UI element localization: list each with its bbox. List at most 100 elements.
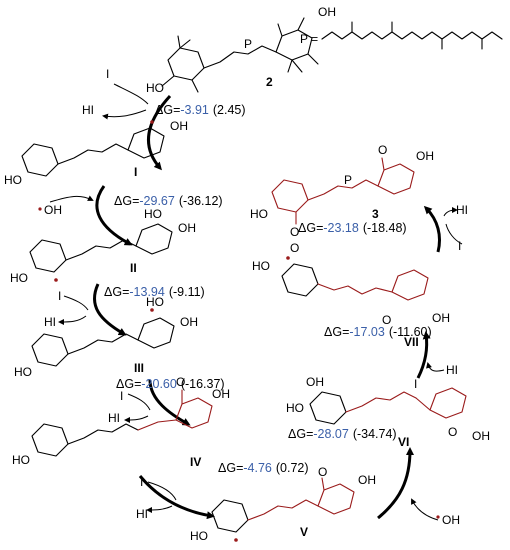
step-7-energy: ΔG=-17.03(-11.60)	[324, 325, 432, 339]
p-marker-2: P	[244, 37, 252, 51]
o-IV: O	[176, 375, 185, 389]
chain-V	[247, 499, 319, 521]
oh-VI-top: OH	[306, 375, 324, 389]
ho-3: HO	[250, 207, 268, 221]
step-2-energy: ΔG=-29.67(-36.12)	[114, 194, 223, 208]
step-1-reagent-in: I	[106, 67, 109, 81]
oh-II: OH	[178, 221, 196, 235]
intermediate-I: HO OH I	[4, 119, 188, 187]
step-2-reagent-in: OH	[44, 203, 62, 217]
step-6-reagent-in: OH	[442, 513, 460, 527]
oh-VII: OH	[432, 311, 450, 325]
step-8-curly-arrow	[443, 210, 463, 245]
ho-III-top: HO	[146, 295, 164, 309]
ho-II-top: HO	[144, 207, 162, 221]
radical-VII	[286, 256, 290, 260]
o-VI: O	[448, 425, 457, 439]
polyene-methyls	[351, 21, 483, 50]
label-3: 3	[372, 207, 379, 221]
step-5-reagent-in: I	[140, 475, 143, 489]
ho-III: HO	[14, 365, 32, 379]
oh-IV: OH	[212, 387, 230, 401]
polyene-chain	[321, 31, 503, 40]
ring-right-IV	[175, 397, 213, 429]
step-5-energy: ΔG=-4.76(0.72)	[218, 461, 309, 475]
label-IV: IV	[190, 455, 201, 469]
step-1-arrow	[147, 94, 172, 171]
ho-IV: HO	[12, 453, 30, 467]
step-2-arrow	[95, 185, 133, 246]
step-8-reagent-out: HI	[456, 203, 468, 217]
o-V: O	[318, 465, 327, 479]
o-VII-ketone: O	[382, 313, 391, 327]
ring-right-III	[137, 317, 175, 349]
label-VI: VI	[398, 435, 409, 449]
intermediate-IV: HO O OH IV	[12, 375, 230, 469]
ring-right-VII	[391, 269, 429, 301]
label-2: 2	[266, 75, 273, 89]
ring-left-IV	[31, 423, 69, 457]
step-4-reagent-out: HI	[108, 411, 120, 425]
step-4-curly-arrow	[126, 393, 151, 420]
step-3-energy: ΔG=-13.94(-9.11)	[104, 285, 205, 299]
ring-left-VII	[281, 263, 319, 297]
ring-right-link-IV	[137, 389, 183, 431]
step-8-energy: ΔG=-23.18(-18.48)	[298, 221, 407, 235]
step-1-reagent-out: HI	[82, 103, 94, 117]
intermediate-III: HO HO OH III	[14, 295, 198, 379]
ring-left-V	[211, 499, 249, 533]
ring-left-substituents-2	[161, 35, 199, 93]
step-4-arrow	[148, 379, 191, 426]
label-III: III	[134, 361, 144, 375]
intermediate-VII: HO O O OH VII	[252, 241, 450, 349]
polyene-definition-label: P =	[300, 32, 318, 46]
step-5: I HI ΔG=-4.76(0.72)	[136, 461, 309, 521]
product-3: O OH HO O P 3	[250, 143, 434, 239]
step-7-reagent-in: I	[414, 377, 417, 391]
chain-II	[65, 239, 137, 261]
step-1-curly-arrow	[104, 83, 149, 117]
step-3-arrow	[92, 283, 127, 336]
step-7-reagent-out: HI	[446, 363, 458, 377]
radical-III	[150, 308, 154, 312]
step-3-reagent-out: HI	[44, 315, 56, 329]
step-1: I HI ΔG=-3.91(2.45)	[82, 67, 246, 171]
step-7-curly-arrow	[426, 362, 445, 372]
o-3-top: O	[378, 143, 387, 157]
step-8: I HI ΔG=-23.18(-18.48)	[298, 203, 468, 253]
oh-I: OH	[170, 119, 188, 133]
oh-2: OH	[318, 5, 336, 19]
oh-VI: OH	[472, 429, 490, 443]
step-2: OH ΔG=-29.67(-36.12)	[38, 185, 223, 246]
ring-right-II	[135, 223, 173, 255]
radical-II	[54, 278, 58, 282]
ring-left-I	[21, 143, 59, 177]
label-I: I	[134, 165, 137, 179]
ho-I: HO	[4, 173, 22, 187]
step-8-reagent-in: I	[458, 239, 461, 253]
step-5-reagent-out: HI	[136, 507, 148, 521]
intermediate-VI: OH HO O OH VI	[286, 375, 490, 449]
ring-left-VI	[309, 391, 347, 425]
intermediate-II: HO HO OH II	[10, 207, 196, 285]
step-4-reagent-in: I	[120, 389, 123, 403]
ring-right-VI	[429, 387, 467, 419]
ring-left-3	[271, 179, 309, 213]
step-1-energy: ΔG=-3.91(2.45)	[155, 103, 246, 117]
oh-V: OH	[358, 473, 376, 487]
chain-2	[203, 45, 277, 69]
ho-VI: HO	[286, 401, 304, 415]
radical-V	[234, 538, 238, 542]
ring-right-I	[127, 127, 165, 159]
o-3-bottom: O	[290, 225, 299, 239]
polyene-definition: P =	[300, 21, 503, 50]
step-2-curly-arrow	[49, 195, 94, 203]
step-6-arrow	[377, 447, 414, 520]
intermediate-V: HO O OH V	[190, 465, 376, 543]
label-V: V	[300, 525, 308, 539]
oh-III: OH	[180, 315, 198, 329]
o-VII: O	[290, 241, 299, 255]
p-marker-3: P	[344, 173, 352, 187]
ring-left-III	[31, 333, 69, 367]
oh-3: OH	[416, 149, 434, 163]
